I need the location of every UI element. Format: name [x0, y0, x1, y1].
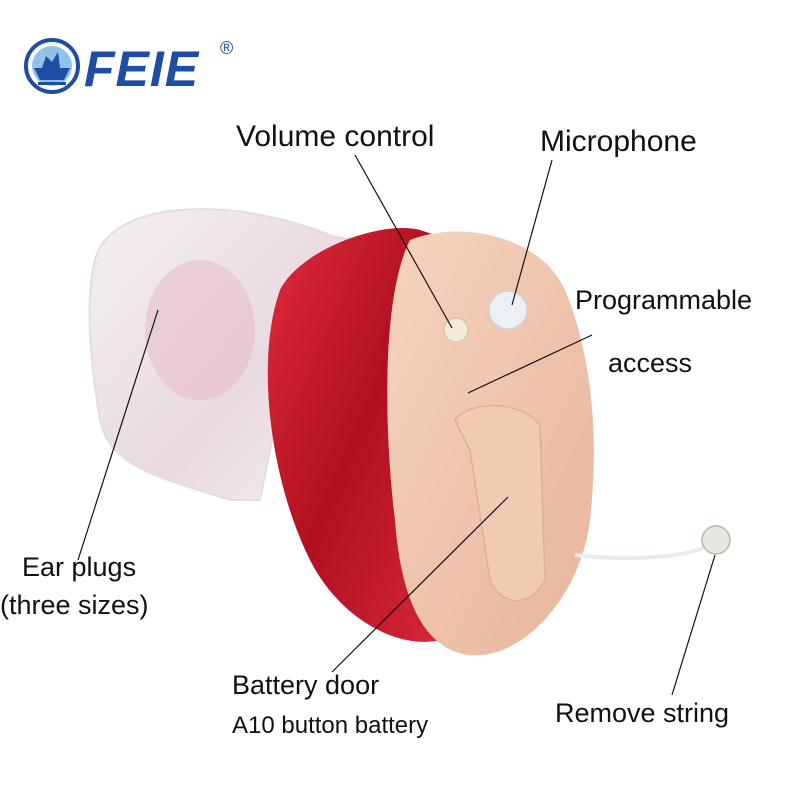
registered-mark: ®	[220, 38, 234, 58]
label-battery-door: Battery door	[232, 670, 380, 700]
brand-name: FEIE	[84, 41, 200, 97]
ear-plug	[88, 208, 352, 501]
remove-string	[574, 525, 731, 560]
label-three-sizes: (three sizes)	[0, 590, 149, 620]
label-access: access	[608, 348, 693, 378]
label-remove-string: Remove string	[555, 698, 730, 728]
label-ear-plugs: Ear plugs	[22, 552, 137, 582]
ship-emblem-icon	[24, 38, 80, 94]
label-programmable: Programmable	[575, 285, 753, 315]
leader-lines	[77, 154, 716, 696]
brand-logo: FEIE ®	[24, 38, 244, 98]
faceplate	[387, 231, 594, 656]
battery-door	[454, 404, 546, 602]
label-battery-type: A10 button battery	[232, 712, 429, 739]
volume-control-dial	[443, 317, 469, 343]
microphone-port	[488, 290, 528, 330]
label-microphone: Microphone	[540, 125, 697, 158]
label-volume-control: Volume control	[236, 120, 435, 153]
